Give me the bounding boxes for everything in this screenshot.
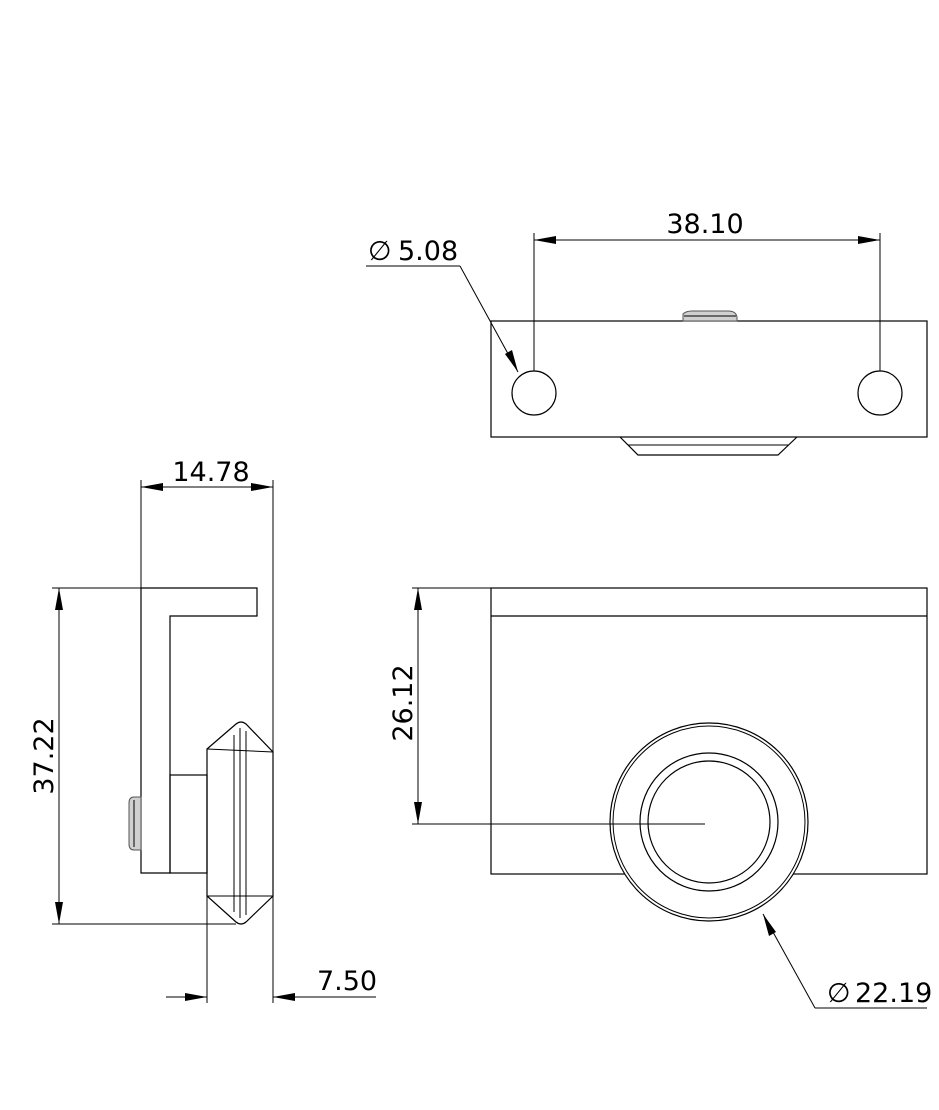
dim-14-78: 14.78 (140, 457, 274, 752)
dim-38-10: 38.10 (533, 209, 881, 371)
top-view (490, 310, 928, 456)
front-view (490, 587, 928, 922)
side-view-cap (128, 796, 142, 851)
dim-37-22: 37.22 (29, 587, 236, 925)
side-view (128, 587, 274, 925)
dim-5-08-symbol: ∅ (368, 236, 392, 267)
top-view-body (490, 320, 928, 438)
front-view-wheel-outer (609, 722, 809, 922)
dim-26-12-label: 26.12 (388, 664, 419, 741)
top-view-hole-left (511, 370, 557, 416)
dim-22-19: ∅ 22.19 (762, 913, 932, 1009)
dim-26-12: 26.12 (388, 587, 705, 825)
dim-37-22-label: 37.22 (29, 717, 60, 794)
side-view-bracket (140, 587, 258, 874)
dim-5-08-label: 5.08 (398, 236, 458, 267)
dim-22-19-symbol: ∅ (827, 978, 851, 1009)
dim-7-50: 7.50 (166, 896, 377, 1003)
dim-7-50-label: 7.50 (317, 966, 377, 997)
front-view-wheel-inner (639, 752, 779, 892)
dim-38-10-label: 38.10 (666, 209, 743, 240)
front-view-hub (647, 760, 771, 884)
dim-22-19-label: 22.19 (855, 978, 932, 1009)
side-view-hub (169, 774, 208, 874)
dim-14-78-label: 14.78 (172, 457, 249, 488)
dim-5-08: ∅ 5.08 (366, 236, 519, 373)
top-view-hole-right (857, 370, 903, 416)
top-view-wheel-edge (619, 436, 798, 456)
